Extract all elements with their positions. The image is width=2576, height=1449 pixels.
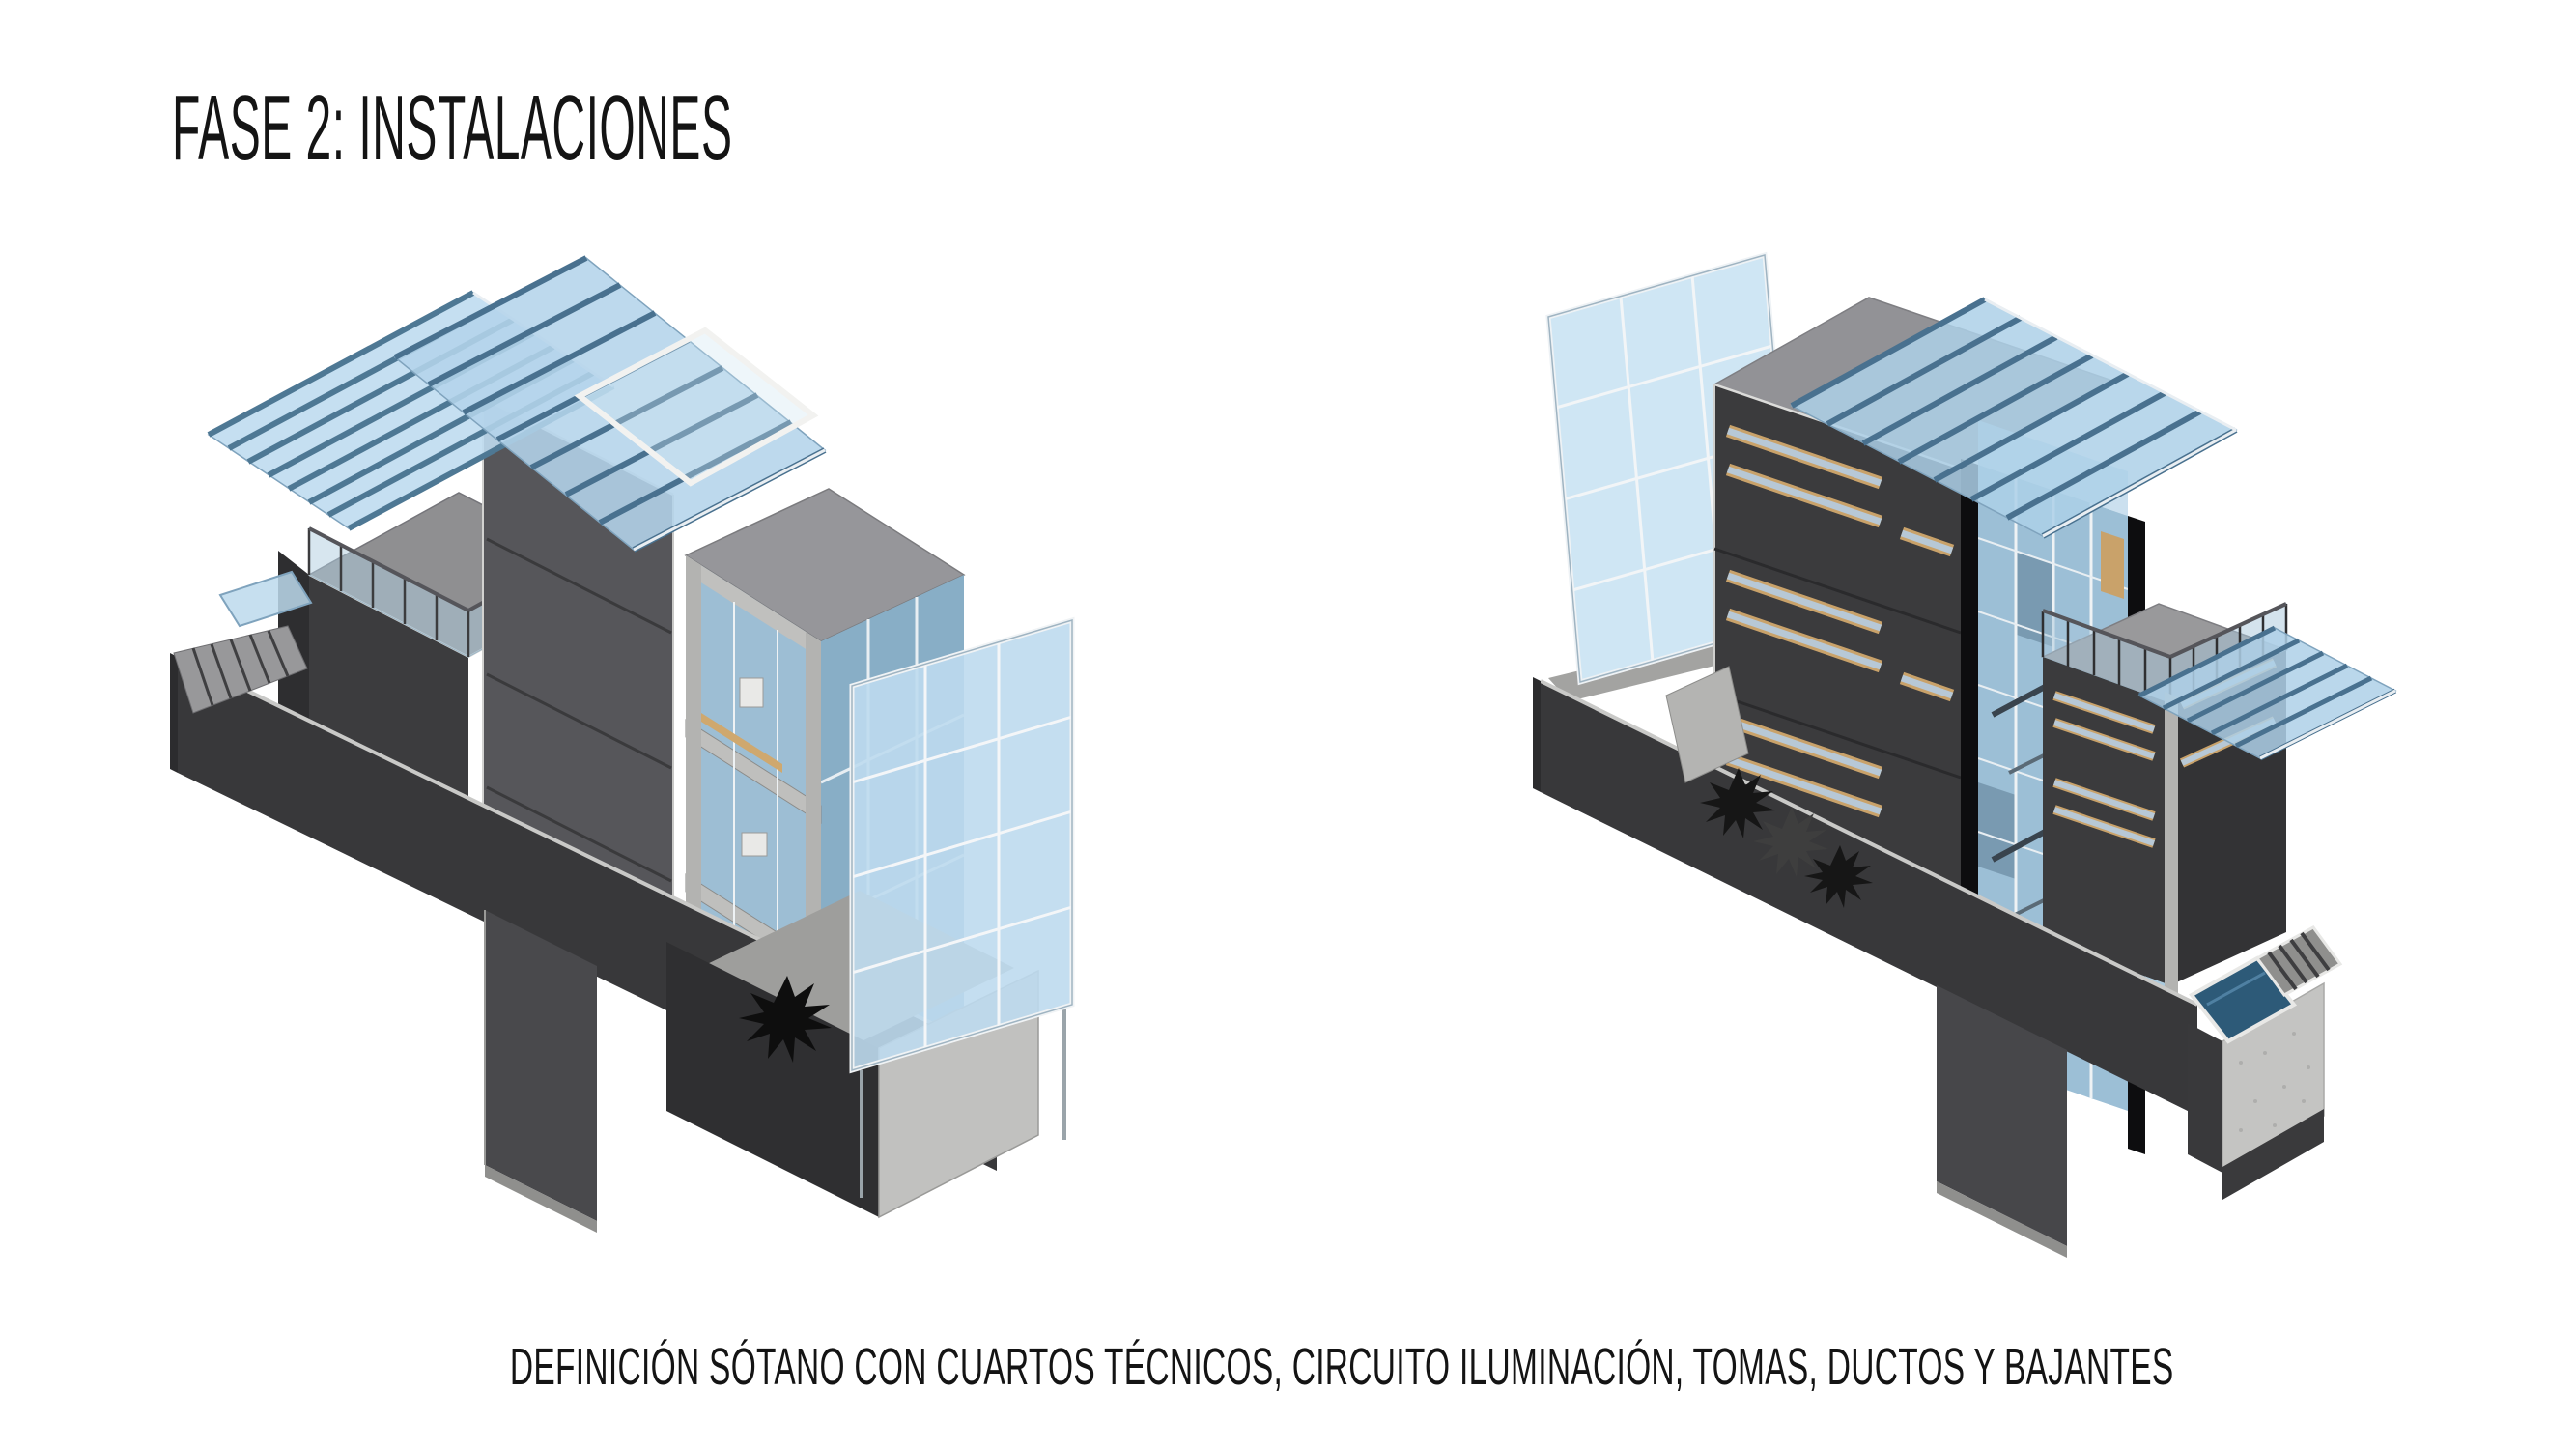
interior-door: [2101, 531, 2124, 599]
slot-windows: [1725, 424, 1955, 818]
concrete-post: [2165, 692, 2178, 997]
skylight-plinth: [2188, 925, 2343, 1200]
skylight-glass: [2188, 955, 2298, 1044]
concrete-speckle: [2239, 1032, 2310, 1132]
figure-axonometric-right: [1521, 242, 2420, 1275]
page-title: FASE 2: INSTALACIONES: [172, 76, 733, 180]
louver-slats: [1790, 297, 2238, 539]
axonometric-drawing-left: [170, 255, 1075, 1233]
tilted-curtain-wall: [849, 616, 1075, 1198]
basement-slab: [1533, 677, 2198, 1116]
caption-row: DEFINICIÓN SÓTANO CON CUARTOS TÉCNICOS, …: [0, 1337, 2576, 1397]
stair-treads: [191, 630, 290, 706]
louver-canopy-top: [1790, 297, 2238, 539]
basement-column: [1937, 985, 2067, 1258]
slide-caption: DEFINICIÓN SÓTANO CON CUARTOS TÉCNICOS, …: [509, 1338, 2174, 1396]
exterior-stair: [173, 570, 313, 714]
floor-tie-lines: [486, 537, 672, 883]
axonometric-drawing-right: [1533, 251, 2397, 1258]
grating-treads: [2267, 931, 2331, 991]
louver-canopy-central: [393, 255, 827, 553]
basement-column: [484, 910, 597, 1233]
curtain-wall-mullions: [851, 642, 1073, 1048]
patio-plant: [739, 976, 832, 1063]
landscape-plants: [1665, 666, 1873, 908]
figure-axonometric-left: [164, 232, 1198, 1275]
louver-canopy-right: [2137, 625, 2397, 761]
grating-ramp: [2254, 925, 2343, 997]
canopy-frame: [574, 327, 819, 487]
